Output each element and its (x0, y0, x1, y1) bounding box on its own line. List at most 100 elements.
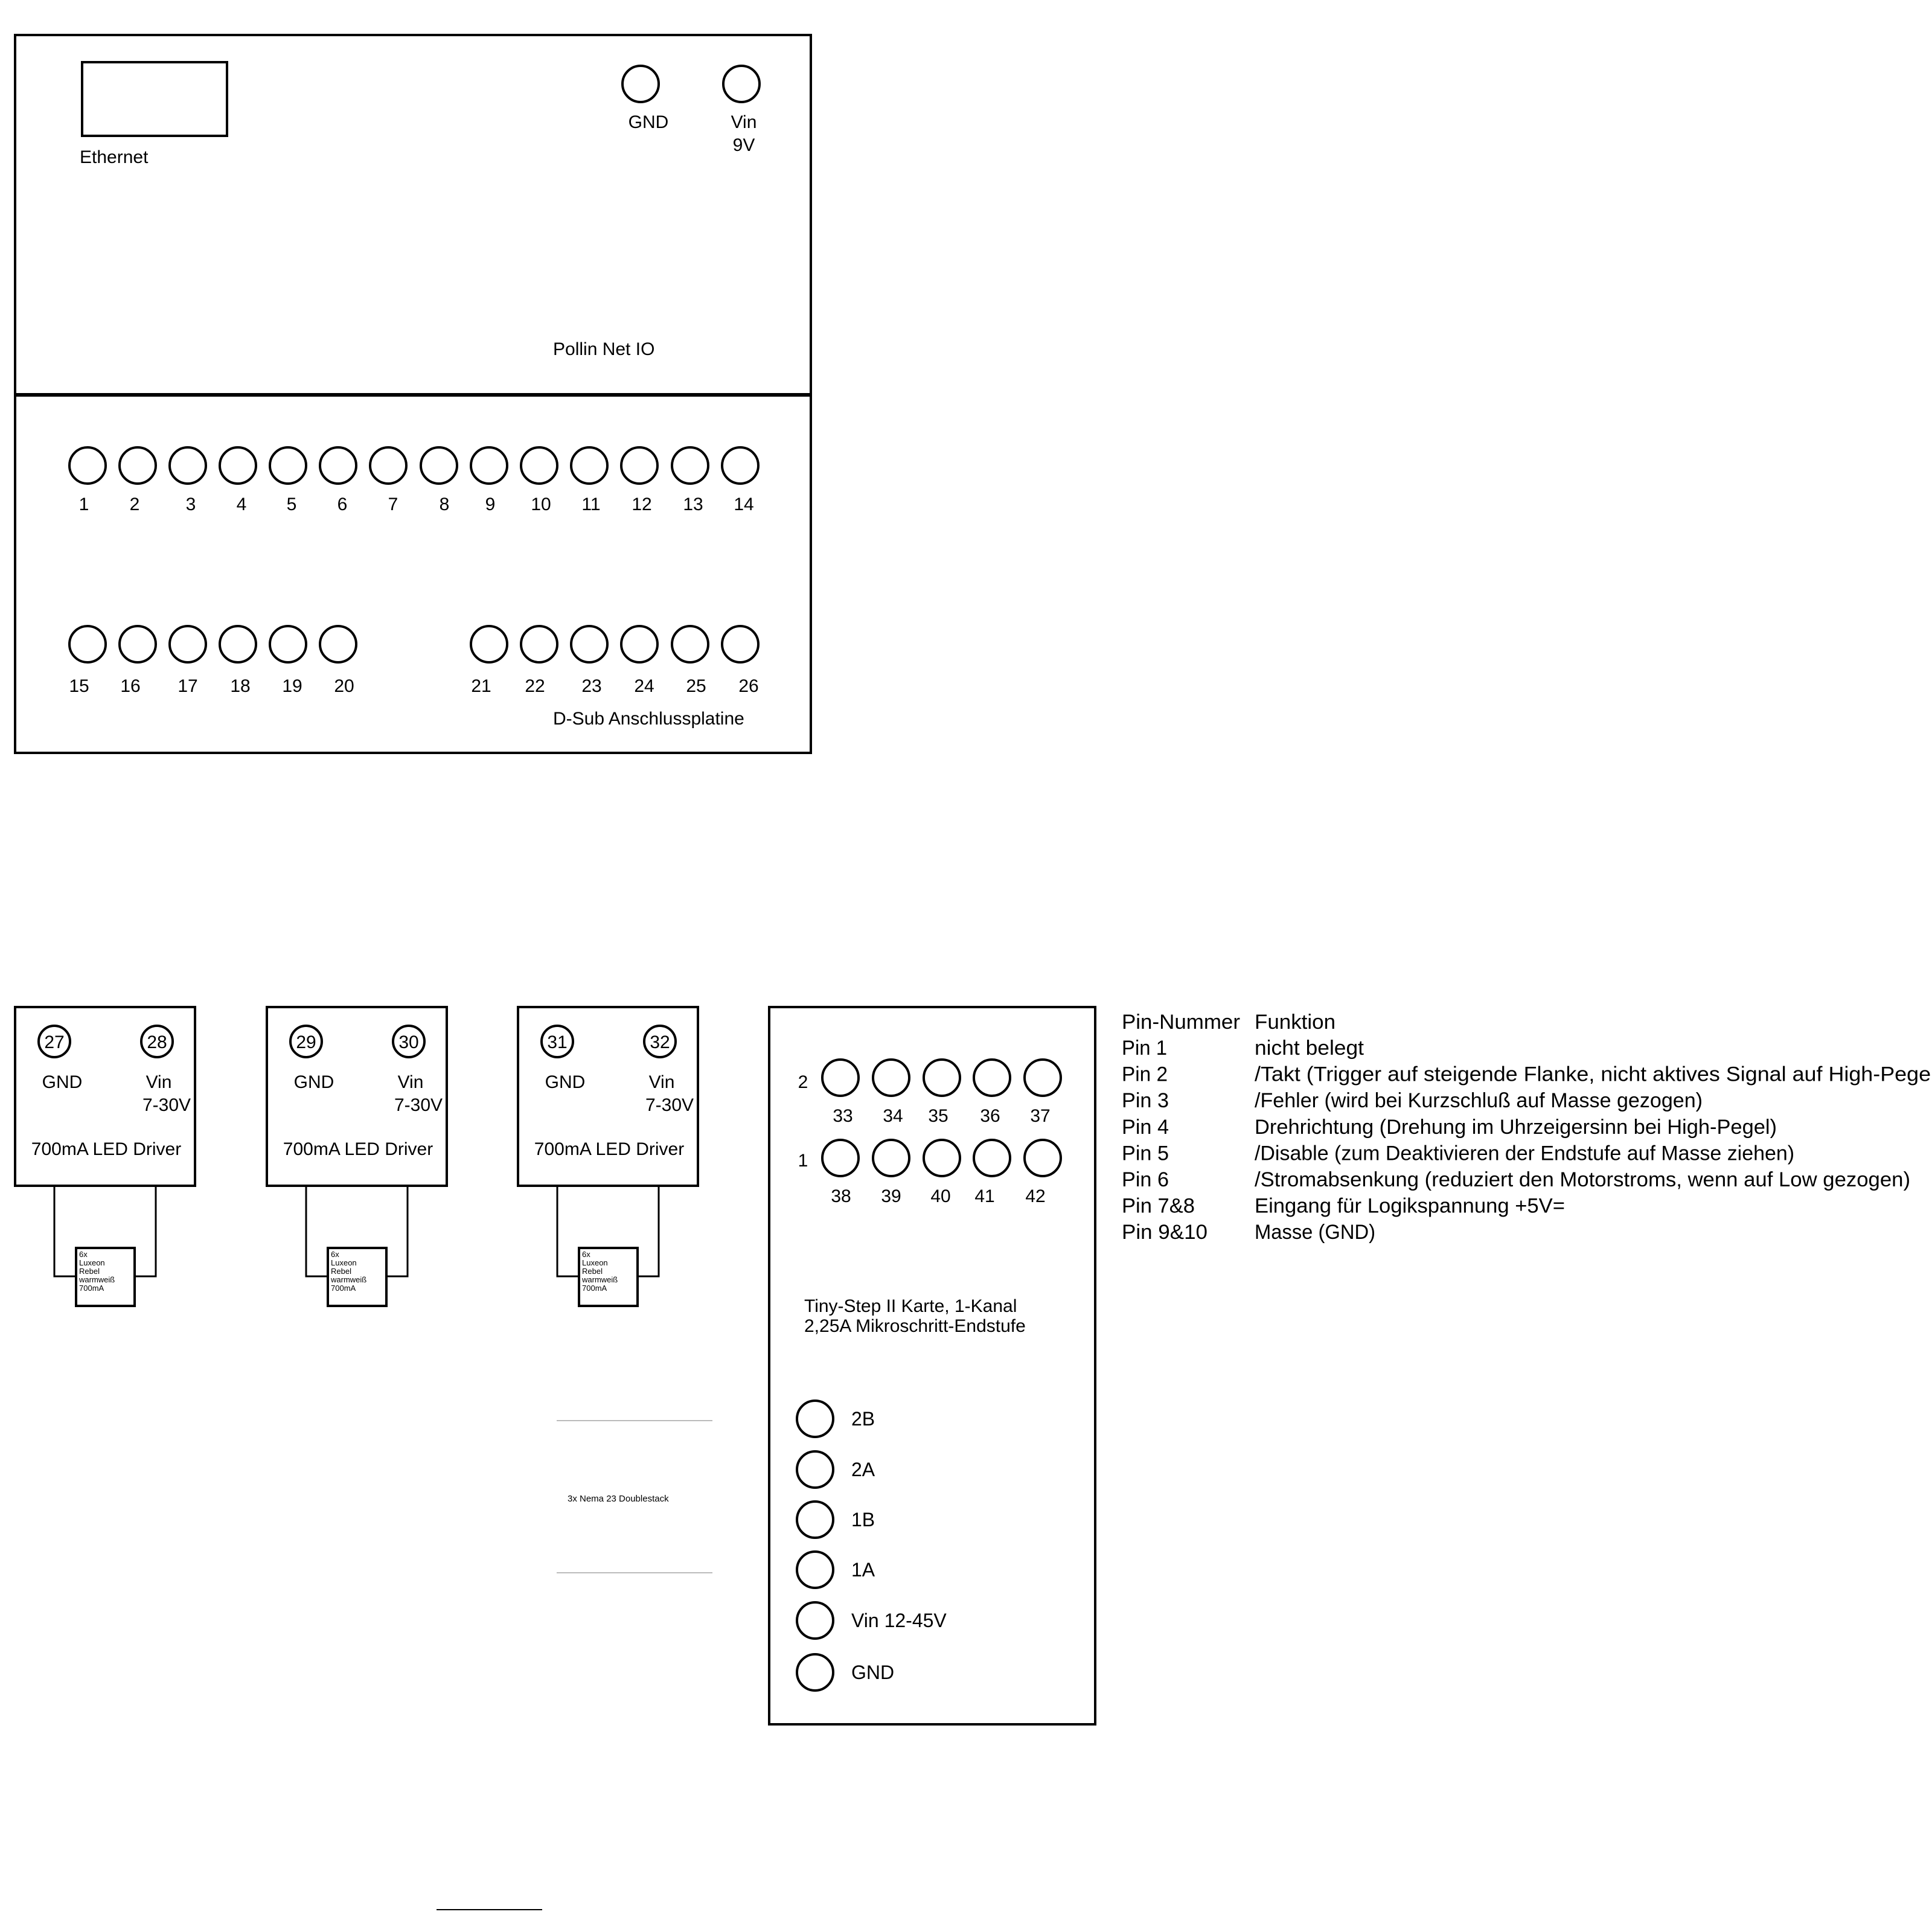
tinystep-terminal-1b[interactable] (796, 1500, 834, 1539)
pin-table-header-func: Funktion (1255, 1011, 1335, 1034)
dsub-pin-1[interactable] (68, 446, 107, 485)
dsub-pin-label-9: 9 (485, 494, 496, 514)
dsub-pin-21[interactable] (470, 625, 508, 664)
led-module (75, 1247, 136, 1307)
tinystep-pin-35[interactable] (923, 1058, 961, 1097)
pin-table-func: /Takt (Trigger auf steigende Flanke, nic… (1255, 1063, 1932, 1086)
led-wire-gnd (53, 1186, 76, 1278)
dsub-pin-7[interactable] (369, 446, 408, 485)
tinystep-terminal-gnd[interactable] (796, 1653, 834, 1692)
dsub-title: D-Sub Anschlussplatine (553, 709, 744, 729)
dsub-pin-19[interactable] (269, 625, 307, 664)
led-driver-pin-number: 27 (44, 1032, 64, 1052)
dsub-pin-17[interactable] (168, 625, 207, 664)
led-driver-pin-32[interactable] (643, 1025, 677, 1058)
tinystep-pin-36[interactable] (973, 1058, 1011, 1097)
tinystep-pin-label-41: 41 (974, 1186, 994, 1206)
dsub-pin-22[interactable] (520, 625, 558, 664)
led-module-text: warmweiß (581, 1275, 618, 1284)
netio-gnd-terminal[interactable] (621, 65, 660, 103)
dsub-pin-16[interactable] (118, 625, 157, 664)
tinystep-pin-39[interactable] (872, 1139, 910, 1177)
tinystep-pin-37[interactable] (1023, 1058, 1062, 1097)
led-driver-title: 700mA LED Driver (283, 1139, 433, 1159)
dsub-pin-label-10: 10 (531, 494, 551, 514)
tinystep-pin-42[interactable] (1023, 1139, 1062, 1177)
tinystep-pin-41[interactable] (973, 1139, 1011, 1177)
dsub-pin-15[interactable] (68, 625, 107, 664)
tinystep-outline (768, 1006, 1096, 1726)
tinystep-terminal-vin-12-45v[interactable] (796, 1601, 834, 1640)
led-driver-title: 700mA LED Driver (31, 1139, 181, 1159)
pin-table-pin: Pin 6 (1122, 1168, 1169, 1191)
tinystep-pin-38[interactable] (821, 1139, 860, 1177)
led-driver-pin-number: 30 (398, 1032, 418, 1052)
dsub-pin-11[interactable] (570, 446, 609, 485)
led-driver-vin-label: Vin (146, 1072, 172, 1092)
led-driver-pin-29[interactable] (289, 1025, 323, 1058)
dsub-pin-6[interactable] (319, 446, 357, 485)
dsub-pin-label-5: 5 (287, 494, 297, 514)
dsub-pin-5[interactable] (269, 446, 307, 485)
dsub-pin-18[interactable] (219, 625, 257, 664)
tinystep-pin-33[interactable] (821, 1058, 860, 1097)
led-module-text: warmweiß (78, 1275, 115, 1284)
netio-vin-label: Vin (731, 112, 757, 132)
netio-gnd-label: GND (629, 112, 669, 132)
dsub-pin-label-7: 7 (388, 494, 398, 514)
ethernet-port[interactable] (81, 61, 228, 137)
netio-vin-terminal[interactable] (722, 65, 761, 103)
dsub-pin-label-25: 25 (686, 676, 706, 696)
dsub-pin-14[interactable] (721, 446, 760, 485)
tinystep-pin-40[interactable] (923, 1139, 961, 1177)
dsub-pin-25[interactable] (671, 625, 709, 664)
dsub-pin-label-19: 19 (282, 676, 302, 696)
tinystep-pin-34[interactable] (872, 1058, 910, 1097)
pin-table-pin: Pin 4 (1122, 1116, 1169, 1139)
pin-table-func: /Stromabsenkung (reduziert den Motorstro… (1255, 1168, 1910, 1191)
dsub-pin-20[interactable] (319, 625, 357, 664)
dsub-pin-label-14: 14 (734, 494, 753, 514)
tinystep-pin-label-34: 34 (883, 1106, 903, 1126)
dsub-pin-8[interactable] (420, 446, 458, 485)
led-driver-gnd-label: GND (294, 1072, 334, 1092)
dsub-pin-label-6: 6 (337, 494, 348, 514)
led-module (578, 1247, 639, 1307)
led-driver-pin-28[interactable] (140, 1025, 174, 1058)
dsub-pin-26[interactable] (721, 625, 760, 664)
led-driver-pin-30[interactable] (392, 1025, 426, 1058)
dsub-pin-label-8: 8 (440, 494, 450, 514)
tinystep-terminal-2b[interactable] (796, 1399, 834, 1438)
led-driver-outline (266, 1006, 448, 1187)
pin-table-pin: Pin 9&10 (1122, 1221, 1208, 1244)
tinystep-terminal-label: 1A (851, 1559, 875, 1581)
dsub-pin-13[interactable] (671, 446, 709, 485)
led-driver-pin-31[interactable] (540, 1025, 574, 1058)
led-module-text: Rebel (582, 1267, 603, 1276)
dsub-pin-2[interactable] (118, 446, 157, 485)
dsub-pin-9[interactable] (470, 446, 508, 485)
dsub-pin-23[interactable] (570, 625, 609, 664)
tinystep-terminal-1a[interactable] (796, 1550, 834, 1589)
led-driver-pin-27[interactable] (37, 1025, 71, 1058)
led-wire-vin (638, 1186, 660, 1278)
led-module-text: 700mA (79, 1284, 104, 1293)
tinystep-terminal-2a[interactable] (796, 1450, 834, 1489)
dsub-pin-24[interactable] (620, 625, 659, 664)
dsub-pin-10[interactable] (520, 446, 558, 485)
dsub-pin-3[interactable] (168, 446, 207, 485)
dsub-pin-label-23: 23 (581, 676, 601, 696)
dsub-pin-label-2: 2 (130, 494, 140, 514)
dsub-pin-12[interactable] (620, 446, 659, 485)
pin-table-pin: Pin 5 (1122, 1142, 1169, 1165)
dsub-pin-4[interactable] (219, 446, 257, 485)
dsub-pin-label-15: 15 (69, 676, 89, 696)
pin-table-pin: Pin 3 (1122, 1089, 1169, 1112)
